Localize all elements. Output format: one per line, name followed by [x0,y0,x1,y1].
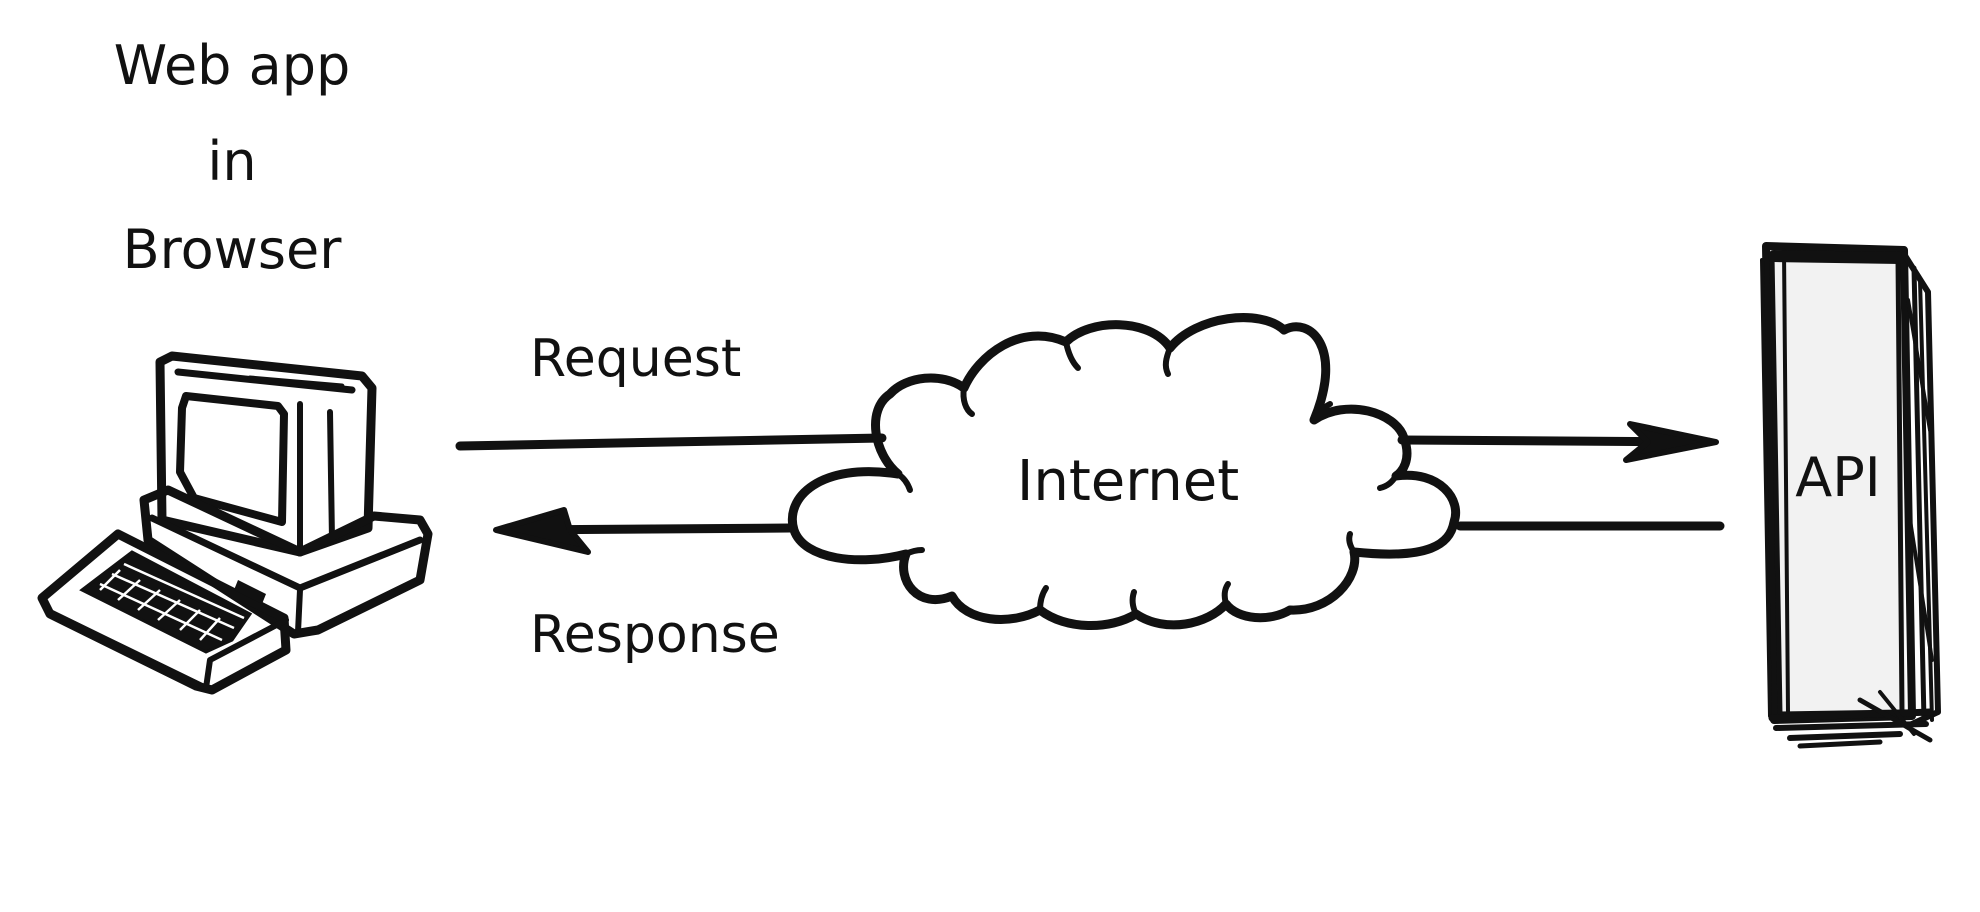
browser-label-line1: Web app [114,34,351,97]
browser-label-line2: in [207,130,256,193]
internet-label: Internet [1017,449,1239,514]
browser-label-line3: Browser [123,218,343,281]
request-arrow-line-left [455,433,887,451]
response-arrow [493,507,795,555]
response-label: Response [530,605,780,665]
request-arrow [1397,421,1719,463]
computer-icon [37,351,433,695]
server-icon [1760,242,1941,749]
api-label: API [1795,446,1880,509]
cloud-icon [788,313,1460,631]
request-label: Request [530,329,741,389]
browser-label: Web app in Browser [114,34,351,281]
